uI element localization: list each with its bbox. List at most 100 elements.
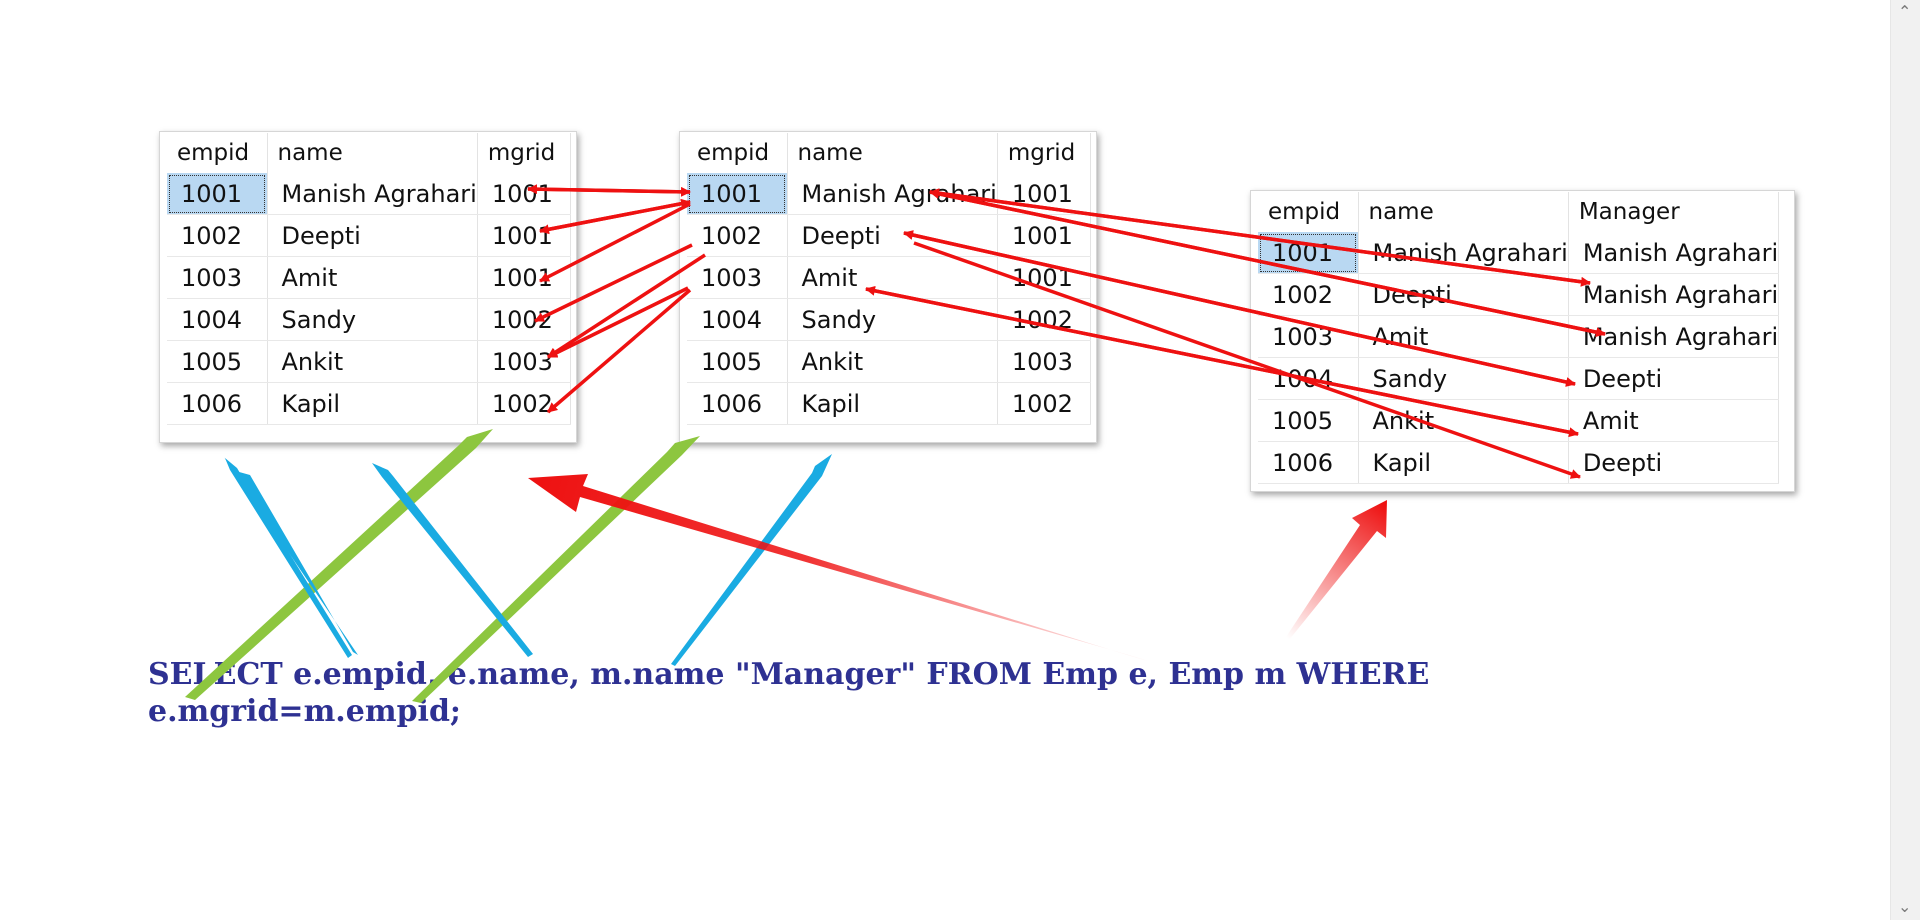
table-cell[interactable]: 1002 xyxy=(477,298,571,341)
table-row: 1006 Kapil 1002 xyxy=(687,382,1091,425)
emp-e-grid: empid name mgrid 1001 Manish Agrahari 10… xyxy=(167,133,571,425)
where-clause-arrow xyxy=(528,474,1150,662)
table-cell[interactable]: Deepti xyxy=(787,214,998,257)
sql-line-2: e.mgrid=m.empid; xyxy=(148,694,462,729)
column-header-empid[interactable]: empid xyxy=(687,133,788,173)
table-row: 1006 Kapil Deepti xyxy=(1258,441,1780,484)
table-cell[interactable]: 1005 xyxy=(687,340,788,383)
join-arrows-m-to-result xyxy=(865,188,1606,479)
table-cell[interactable]: Sandy xyxy=(787,298,998,341)
table-row: 1004 Sandy Deepti xyxy=(1258,357,1780,400)
header-row: empid name Manager xyxy=(1258,192,1780,232)
table-row: 1004 Sandy 1002 xyxy=(687,298,1091,341)
emp-table-m: empid name mgrid 1001 Manish Agrahari 10… xyxy=(679,131,1097,443)
result-table: empid name Manager 1001 Manish Agrahari … xyxy=(1250,190,1795,492)
column-header-name[interactable]: name xyxy=(267,133,478,173)
table-cell[interactable]: 1003 xyxy=(167,256,268,299)
table-cell[interactable]: Amit xyxy=(1568,399,1780,442)
table-cell[interactable]: 1002 xyxy=(477,382,571,425)
table-row: 1002 Deepti 1001 xyxy=(167,214,571,257)
table-cell[interactable]: 1002 xyxy=(1258,273,1359,316)
table-cell[interactable]: Ankit xyxy=(267,340,478,383)
result-arrow xyxy=(929,190,1591,287)
join-arrow xyxy=(539,202,691,283)
table-row: 1001 Manish Agrahari 1001 xyxy=(167,173,571,215)
table-cell[interactable]: Manish Agrahari xyxy=(1568,232,1780,274)
table-cell[interactable]: 1006 xyxy=(1258,441,1359,484)
table-cell[interactable]: Manish Agrahari xyxy=(267,173,478,215)
alias-m-arrows xyxy=(224,454,832,666)
column-header-name[interactable]: name xyxy=(1358,192,1569,232)
result-arrow xyxy=(913,241,1581,479)
table-cell[interactable]: 1002 xyxy=(997,298,1091,341)
table-cell[interactable]: Sandy xyxy=(1358,357,1569,400)
table-cell[interactable]: 1005 xyxy=(167,340,268,383)
table-cell[interactable]: 1003 xyxy=(477,340,571,383)
join-arrow xyxy=(546,288,692,414)
table-row: 1005 Ankit 1003 xyxy=(687,340,1091,383)
join-arrow xyxy=(547,253,706,359)
table-cell[interactable]: Deepti xyxy=(1568,441,1780,484)
table-cell[interactable]: 1002 xyxy=(687,214,788,257)
table-cell[interactable]: 1001 xyxy=(167,173,268,215)
alias-arrow xyxy=(671,454,832,666)
column-header-empid[interactable]: empid xyxy=(167,133,268,173)
alias-arrow xyxy=(225,458,352,658)
table-cell[interactable]: 1002 xyxy=(997,382,1091,425)
table-cell[interactable]: 1005 xyxy=(1258,399,1359,442)
alias-arrow xyxy=(224,457,358,655)
chevron-up-icon[interactable]: ⌃ xyxy=(1898,2,1912,21)
column-header-name[interactable]: name xyxy=(787,133,998,173)
table-cell[interactable]: 1001 xyxy=(687,173,788,215)
table-cell[interactable]: 1006 xyxy=(167,382,268,425)
header-row: empid name mgrid xyxy=(687,133,1091,173)
table-cell[interactable]: Deepti xyxy=(1568,357,1780,400)
alias-arrow xyxy=(185,429,493,700)
alias-e-arrows xyxy=(185,429,700,703)
table-cell[interactable]: Manish Agrahari xyxy=(1358,232,1569,274)
table-cell[interactable]: 1002 xyxy=(167,214,268,257)
result-arrow xyxy=(929,188,1606,336)
table-cell[interactable]: 1001 xyxy=(997,214,1091,257)
table-cell[interactable]: Kapil xyxy=(267,382,478,425)
vertical-scrollbar[interactable]: ⌃ ⌄ xyxy=(1890,0,1920,920)
join-arrow xyxy=(547,286,689,359)
table-row: 1006 Kapil 1002 xyxy=(167,382,571,425)
table-row: 1001 Manish Agrahari Manish Agrahari xyxy=(1258,232,1780,274)
table-cell[interactable]: Deepti xyxy=(267,214,478,257)
table-cell[interactable]: 1003 xyxy=(997,340,1091,383)
sql-query-text: SELECT e.empid, e.name, m.name "Manager"… xyxy=(148,656,1528,730)
table-row: 1005 Ankit 1003 xyxy=(167,340,571,383)
table-cell[interactable]: Kapil xyxy=(1358,441,1569,484)
table-cell[interactable]: 1004 xyxy=(687,298,788,341)
table-cell[interactable]: 1001 xyxy=(1258,232,1359,274)
table-cell[interactable]: 1004 xyxy=(167,298,268,341)
table-cell[interactable]: Sandy xyxy=(267,298,478,341)
column-header-manager[interactable]: Manager xyxy=(1568,192,1780,232)
emp-m-grid: empid name mgrid 1001 Manish Agrahari 10… xyxy=(687,133,1091,425)
table-cell[interactable]: Manish Agrahari xyxy=(787,173,998,215)
column-header-mgrid[interactable]: mgrid xyxy=(477,133,571,173)
table-row: 1005 Ankit Amit xyxy=(1258,399,1780,442)
table-cell[interactable]: 1001 xyxy=(477,256,571,299)
column-header-empid[interactable]: empid xyxy=(1258,192,1359,232)
select-result-arrow xyxy=(1286,500,1387,640)
column-header-mgrid[interactable]: mgrid xyxy=(997,133,1091,173)
chevron-down-icon[interactable]: ⌄ xyxy=(1898,897,1912,916)
table-cell[interactable]: Amit xyxy=(1358,315,1569,358)
table-cell[interactable]: Ankit xyxy=(787,340,998,383)
table-cell[interactable]: Amit xyxy=(787,256,998,299)
alias-arrow xyxy=(412,436,700,703)
table-cell[interactable]: Amit xyxy=(267,256,478,299)
table-cell[interactable]: 1001 xyxy=(477,173,571,215)
table-row: 1004 Sandy 1002 xyxy=(167,298,571,341)
result-grid: empid name Manager 1001 Manish Agrahari … xyxy=(1258,192,1780,484)
table-cell[interactable]: Manish Agrahari xyxy=(1568,273,1780,316)
table-cell[interactable]: 1004 xyxy=(1258,357,1359,400)
table-cell[interactable]: 1003 xyxy=(687,256,788,299)
table-cell[interactable]: Deepti xyxy=(1358,273,1569,316)
join-arrow xyxy=(539,198,691,233)
table-cell[interactable]: 1006 xyxy=(687,382,788,425)
table-cell[interactable]: Kapil xyxy=(787,382,998,425)
